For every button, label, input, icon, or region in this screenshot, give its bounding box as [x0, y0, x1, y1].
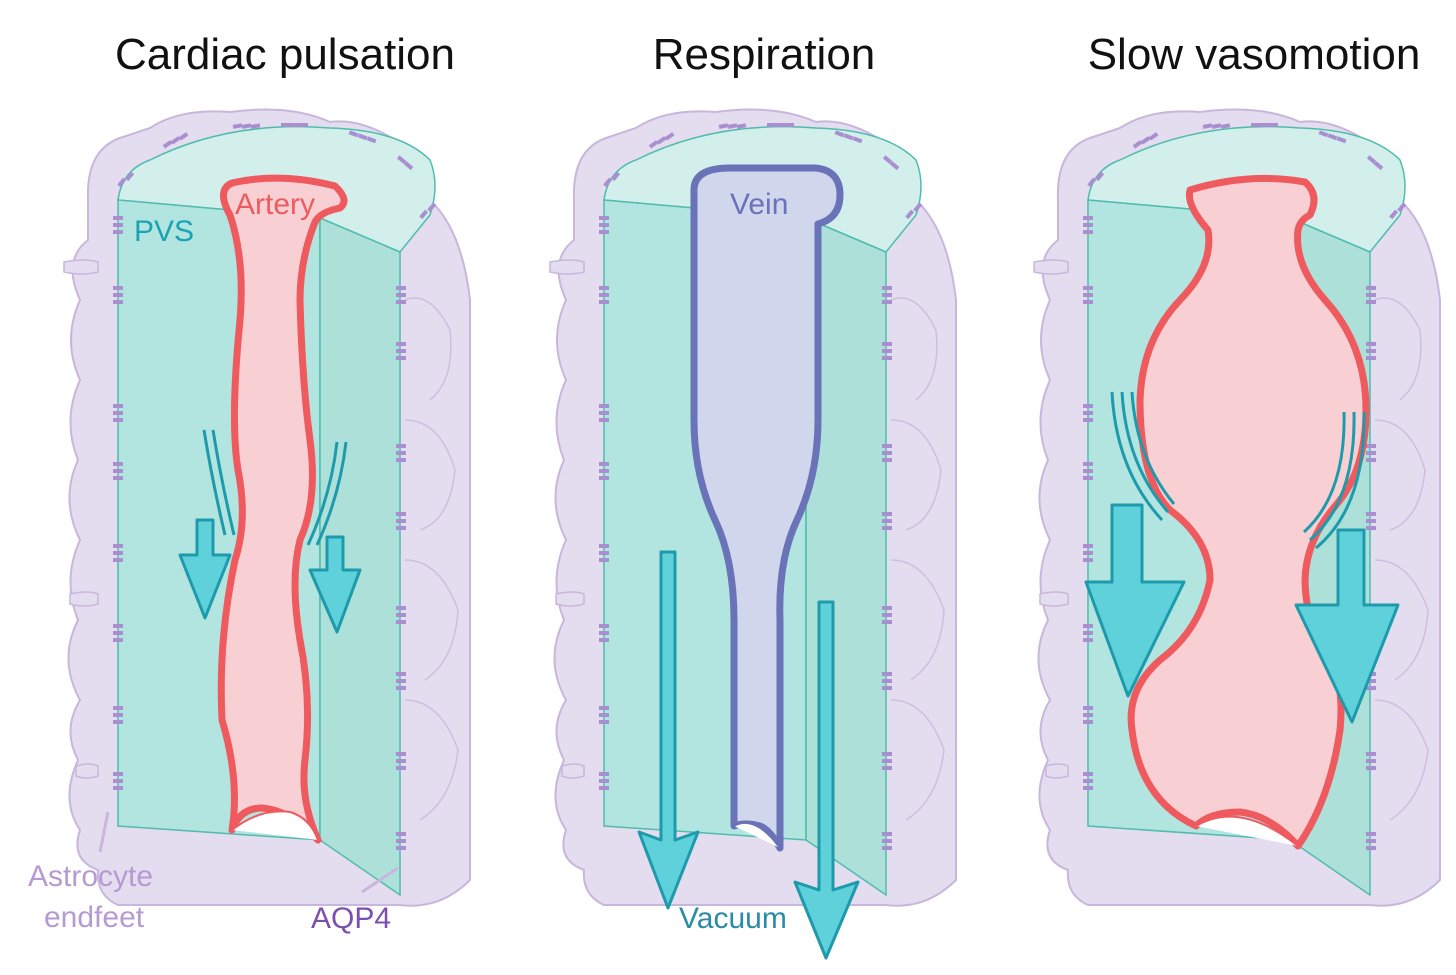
- flow-arrows: [178, 429, 362, 634]
- astrocyte-label-line2: endfeet: [44, 901, 145, 934]
- vacuum-arrow-right: [793, 600, 860, 960]
- panel-cardiac: Artery PVS Astrocyte endfeet AQP4: [28, 108, 471, 935]
- aqp4-label: AQP4: [311, 902, 391, 935]
- panel-title-respiration: Respiration: [652, 30, 876, 79]
- vacuum-label: Vacuum: [679, 902, 787, 935]
- panel-vasomotion: [1033, 108, 1441, 907]
- artery-label: Artery: [235, 188, 315, 221]
- aqp4-pointer: [361, 866, 399, 894]
- vacuum-arrow-left: [637, 550, 700, 910]
- arrow-left-head: [178, 518, 232, 620]
- astrocyte-pointer: [98, 811, 110, 853]
- panel-title-vasomotion: Slow vasomotion: [1087, 30, 1421, 79]
- panel-title-cardiac: Cardiac pulsation: [115, 30, 455, 79]
- vasomotion-arrow-right: [1294, 528, 1400, 724]
- vasomotion-arrow-left: [1084, 503, 1186, 698]
- vasomotion-flow-arrows: [1084, 391, 1400, 724]
- vein-label: Vein: [730, 188, 788, 221]
- arrow-right-head: [308, 535, 362, 634]
- astrocyte-label-line1: Astrocyte: [28, 860, 153, 893]
- panel-respiration: Vein Vacuum: [549, 108, 957, 960]
- artery-vasomotion-cut: [1195, 815, 1299, 847]
- pvs-label: PVS: [134, 215, 194, 248]
- artery-body: [217, 174, 348, 844]
- vacuum-arrows: [637, 550, 860, 960]
- vein-cut: [733, 821, 781, 849]
- artery-cut: [231, 810, 319, 841]
